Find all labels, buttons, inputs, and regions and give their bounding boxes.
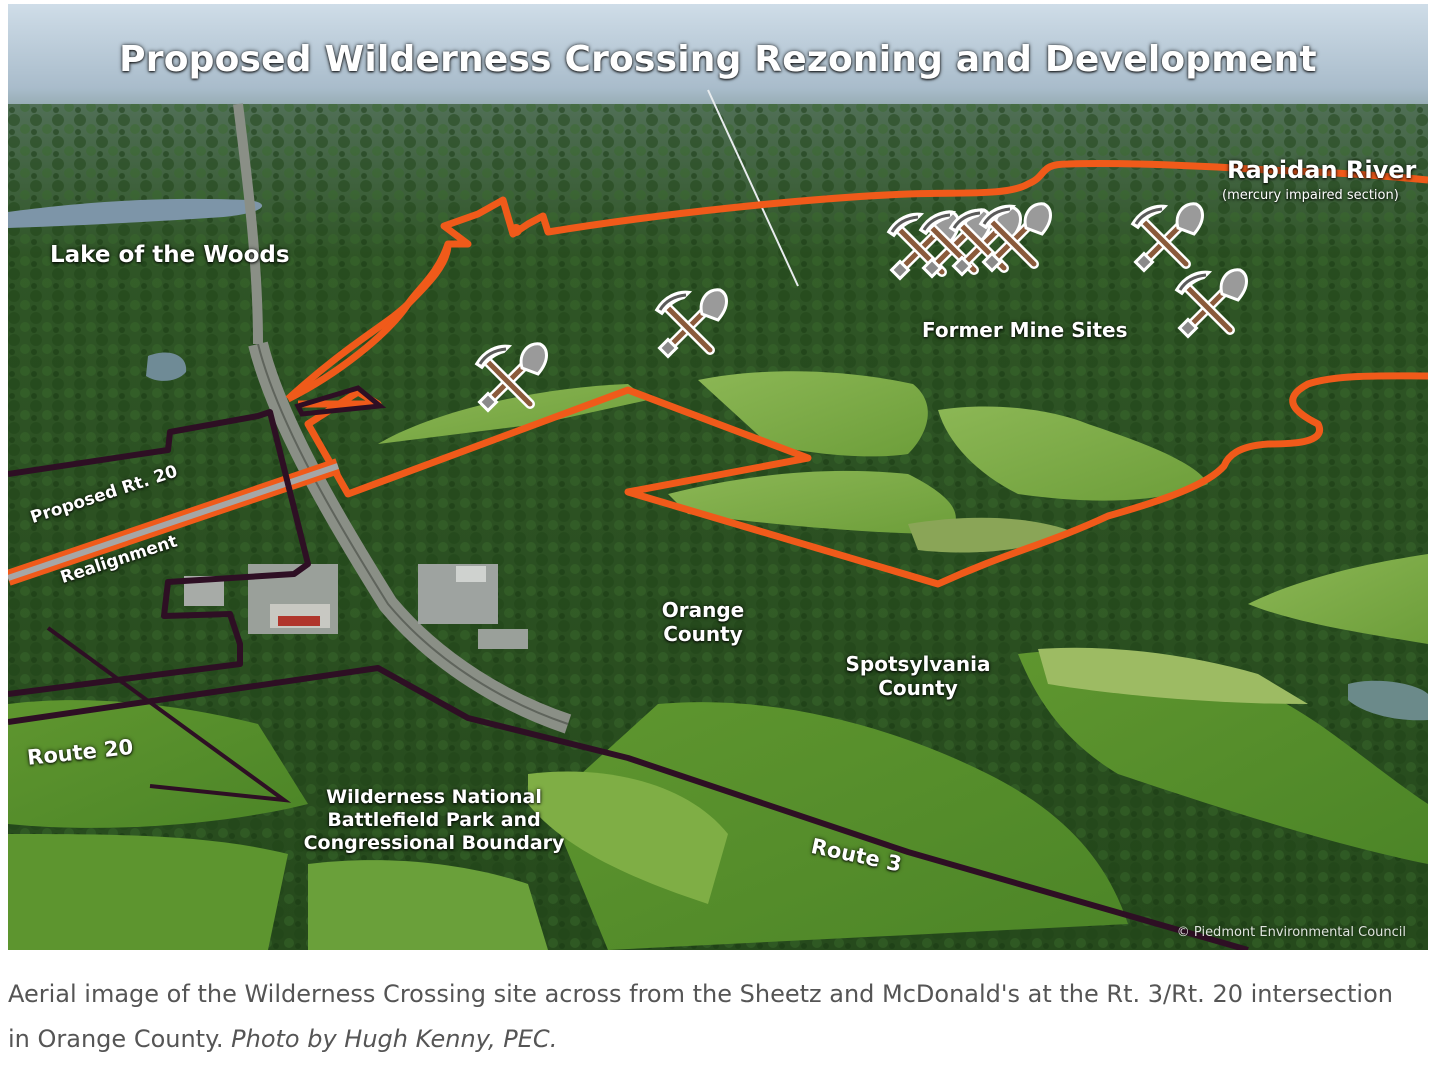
caption-text: Aerial image of the Wilderness Crossing … [8, 980, 1393, 1053]
map-title: Proposed Wilderness Crossing Rezoning an… [119, 39, 1317, 80]
former-mine-sites-label: Former Mine Sites [922, 318, 1128, 342]
park-boundary-west [8, 409, 311, 697]
spotsylvania-county-label: Spotsylvania County [830, 652, 1006, 700]
rapidan-river-note: (mercury impaired section) [1222, 188, 1399, 203]
wilderness-line-3: Congressional Boundary [303, 831, 565, 854]
pickaxe-and-shovel-icon [972, 194, 1058, 280]
wilderness-line-2: Battlefield Park and [327, 808, 541, 831]
orange-county-line-2: County [663, 622, 743, 646]
orange-county-line-1: Orange [661, 598, 745, 622]
photo-credit: © Piedmont Environmental Council [1176, 925, 1406, 940]
aerial-map-image: Proposed Wilderness Crossing Rezoning an… [8, 4, 1428, 950]
pickaxe-and-shovel-icon [468, 334, 554, 420]
pickaxe-and-shovel-icon [1124, 194, 1210, 280]
caption-photo-credit: Photo by Hugh Kenny, PEC. [231, 1025, 558, 1053]
park-boundary-route3 [8, 665, 1249, 950]
spotsylvania-line-1: Spotsylvania [845, 652, 991, 676]
pickaxe-and-shovel-icon [648, 280, 734, 366]
wilderness-battlefield-label: Wilderness National Battlefield Park and… [284, 786, 584, 854]
image-caption: Aerial image of the Wilderness Crossing … [8, 972, 1418, 1062]
lake-of-the-woods-label: Lake of the Woods [50, 242, 290, 268]
wilderness-line-1: Wilderness National [326, 786, 542, 808]
pickaxe-and-shovel-icon [1168, 260, 1254, 346]
orange-county-label: Orange County [648, 598, 758, 646]
proposed-rt20-line [8, 463, 339, 581]
spotsylvania-line-2: County [878, 676, 958, 700]
rapidan-river-label: Rapidan River [1227, 156, 1417, 184]
aerial-photo-background [8, 4, 1428, 950]
development-boundary-south [298, 372, 1428, 588]
